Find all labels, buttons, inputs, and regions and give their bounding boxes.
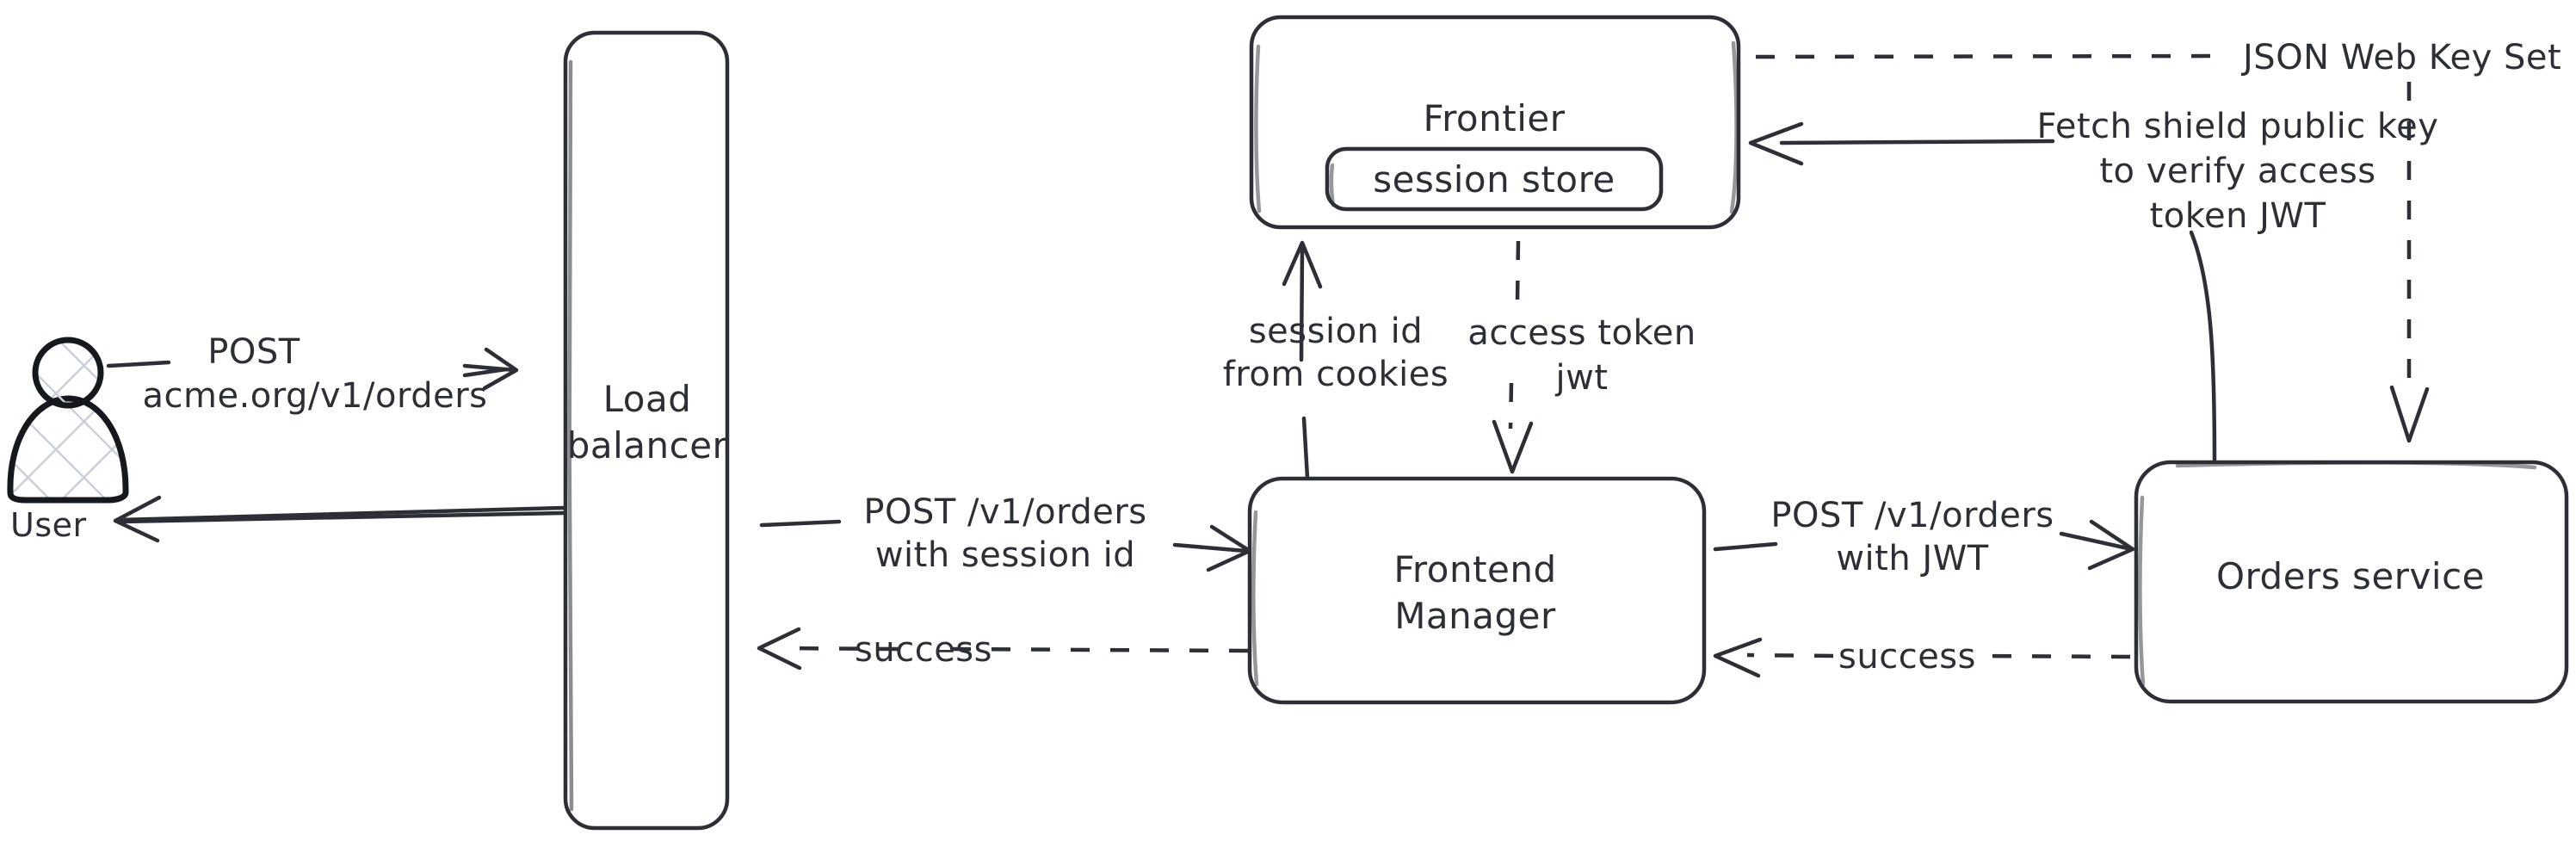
node-frontend-manager[interactable] [1247,476,1707,705]
svg-text:jwt: jwt [1554,358,1608,398]
node-label-frontier: Frontier [1423,97,1565,139]
svg-text:POST: POST [207,332,300,372]
edge-load-balancer-to-user [113,495,566,543]
svg-text:Load: Load [603,378,692,420]
node-label-session-store: session store [1373,158,1615,201]
svg-text:acme.org/v1/orders: acme.org/v1/orders [143,376,488,416]
edge-label-frontend-manager-to-orders-service: POST /v1/orders with JWT [1770,496,2054,578]
node-load-balancer[interactable] [563,30,730,831]
svg-text:POST /v1/orders: POST /v1/orders [1770,496,2054,535]
edge-label-load-balancer-to-frontend-manager: POST /v1/orders with session id [863,492,1146,575]
edge-label-orders-service-to-frontend-manager: success [1838,637,1976,677]
svg-text:with session id: with session id [875,535,1135,575]
svg-text:session id: session id [1249,312,1423,351]
edge-orders-service-to-frontend-manager [1713,637,2131,678]
edge-label-user-to-load-balancer: POST acme.org/v1/orders [143,332,488,416]
svg-text:Frontend: Frontend [1393,548,1556,590]
node-label-orders-service: Orders service [2216,555,2485,597]
svg-text:access token: access token [1467,313,1696,353]
svg-text:Manager: Manager [1394,595,1556,637]
edge-frontier-to-frontend-manager [1492,240,1534,474]
edge-frontier-to-orders-service [1755,53,2430,443]
node-orders-service[interactable] [2134,460,2569,704]
edge-orders-service-to-frontier [1748,121,2217,465]
svg-text:to verify access: to verify access [2099,151,2375,191]
edge-label-frontend-manager-to-load-balancer: success [855,630,992,670]
node-session-store[interactable] [1325,146,1664,212]
svg-text:with JWT: with JWT [1836,539,1988,578]
svg-text:POST /v1/orders: POST /v1/orders [863,492,1146,532]
svg-text:token JWT: token JWT [2150,196,2326,236]
node-label-user: User [10,506,87,544]
edge-label-frontier-to-orders-service: JSON Web Key Set [2240,38,2561,77]
user-actor-icon [7,337,129,504]
node-label-frontend-manager: Frontend Manager [1393,548,1556,637]
svg-text:balancer: balancer [567,424,728,467]
edge-label-frontier-to-frontend-manager: access token jwt [1467,313,1696,398]
svg-text:Fetch shield public key: Fetch shield public key [2037,107,2439,146]
node-label-load-balancer: Load balancer [567,378,728,467]
edge-label-orders-to-frontier: Fetch shield public key to verify access… [2037,107,2439,236]
edge-label-frontend-manager-to-frontier: session id from cookies [1223,312,1449,394]
edge-frontend-manager-to-orders-service [1713,519,2135,571]
svg-text:from cookies: from cookies [1223,355,1449,394]
edge-frontend-manager-to-frontier [1282,240,1323,480]
edge-user-to-load-balancer [106,347,519,391]
edge-frontend-manager-to-load-balancer [757,627,1249,671]
